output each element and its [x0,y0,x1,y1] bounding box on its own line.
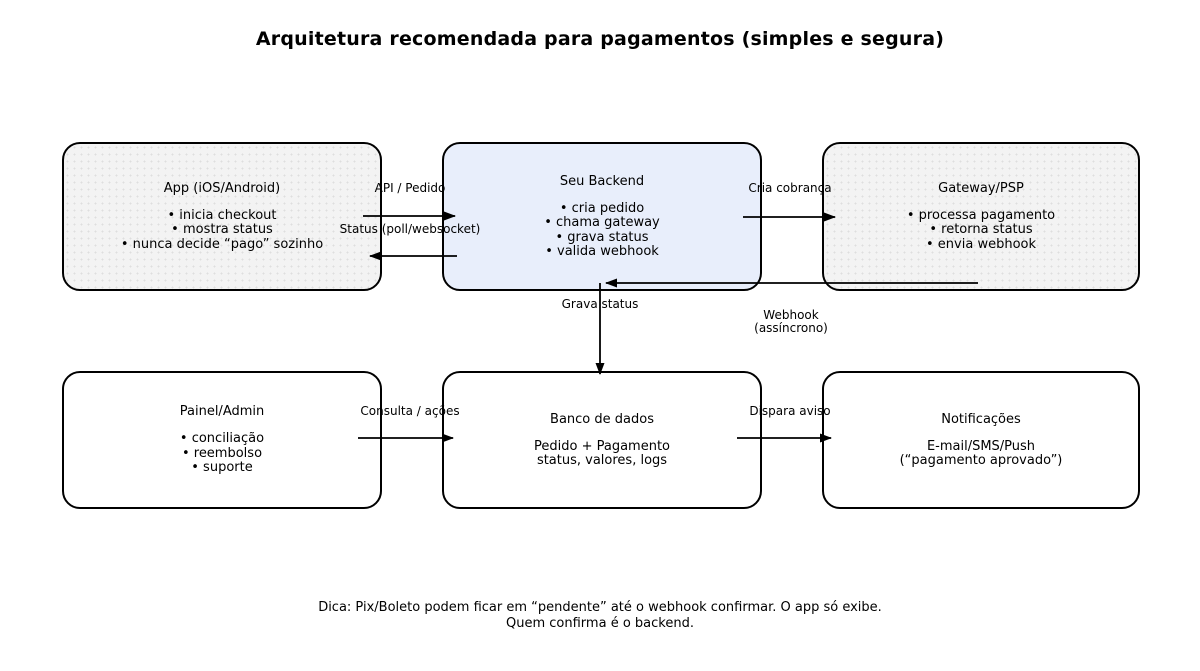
label-webhook-line2: (assíncrono) [754,321,828,335]
box-backend-title: Seu Backend [559,173,645,189]
label-consulta-acoes: Consulta / ações [360,404,460,418]
box-app-item: • nunca decide “pago” sozinho [120,236,324,252]
box-notificacoes-item: E-mail/SMS/Push [926,438,1036,454]
box-backend-item: • grava status [555,229,649,245]
label-webhook-line1: Webhook [763,308,819,322]
box-banco-items: Pedido + Pagamento status, valores, logs [534,438,670,469]
label-grava-status: Grava status [561,297,639,311]
box-gateway-title: Gateway/PSP [938,180,1024,196]
footer-note-line2: Quem confirma é o backend. [506,616,694,631]
box-notificacoes-items: E-mail/SMS/Push (“pagamento aprovado”) [899,438,1063,469]
footer-note-line1: Dica: Pix/Boleto podem ficar em “pendent… [318,600,882,615]
box-notificacoes: Notificações E-mail/SMS/Push (“pagamento… [822,371,1140,509]
label-webhook: Webhook (assíncrono) [754,309,828,335]
diagram-title: Arquitetura recomendada para pagamentos … [255,28,945,50]
box-app-item: • mostra status [171,222,273,238]
box-gateway-item: • processa pagamento [906,207,1056,223]
box-painel: Painel/Admin • conciliação • reembolso •… [62,371,382,509]
label-status-poll: Status (poll/websocket) [339,222,481,236]
box-painel-item: • suporte [191,460,253,476]
label-dispara-aviso: Dispara aviso [749,404,831,418]
box-gateway-item: • retorna status [929,222,1033,238]
box-backend-item: • chama gateway [544,215,660,230]
box-banco-item: Pedido + Pagamento [534,438,670,454]
box-gateway-items: • processa pagamento • retorna status • … [906,207,1056,253]
box-backend-item: • cria pedido [559,200,645,216]
box-painel-item: • conciliação [179,431,265,447]
box-notificacoes-item: (“pagamento aprovado”) [899,453,1063,468]
box-app-title: App (iOS/Android) [163,180,281,196]
box-painel-items: • conciliação • reembolso • suporte [180,432,264,476]
box-app: App (iOS/Android) • inicia checkout • mo… [62,142,382,291]
box-app-items: • inicia checkout • mostra status • nunc… [120,207,324,253]
label-cria-cobranca: Cria cobrança [748,181,832,195]
box-backend-item: • valida webhook [545,244,659,259]
box-gateway: Gateway/PSP • processa pagamento • retor… [822,142,1140,291]
footer-note: Dica: Pix/Boleto podem ficar em “pendent… [0,600,1200,632]
box-painel-title: Painel/Admin [179,404,265,420]
box-banco-title: Banco de dados [550,411,654,427]
box-app-item: • inicia checkout [167,207,277,223]
label-api-pedido: API / Pedido [374,181,446,195]
box-backend-items: • cria pedido • chama gateway • grava st… [544,200,660,260]
box-notificacoes-title: Notificações [941,411,1021,427]
box-backend: Seu Backend • cria pedido • chama gatewa… [442,142,762,291]
box-banco: Banco de dados Pedido + Pagamento status… [442,371,762,509]
box-gateway-item: • envia webhook [926,236,1036,252]
box-banco-item: status, valores, logs [536,453,668,468]
box-painel-item: • reembolso [181,445,263,461]
